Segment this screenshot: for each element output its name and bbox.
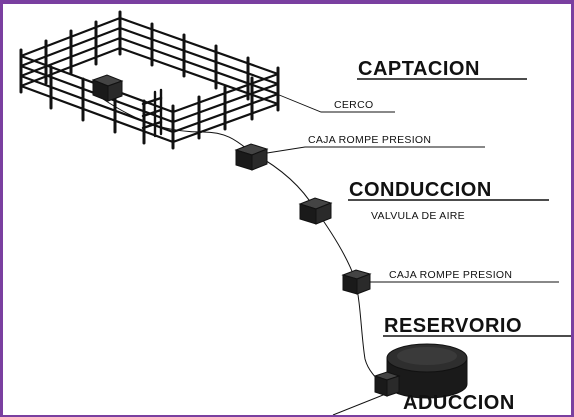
aduccion-label: ADUCCION — [403, 392, 515, 414]
valvula-de-aire-label: VALVULA DE AIRE — [371, 210, 465, 222]
caja-rompe-presion-1-label: CAJA ROMPE PRESION — [308, 134, 431, 146]
caja-rompe-presion-1-box — [234, 143, 269, 171]
captacion-label: CAPTACION — [358, 58, 480, 80]
fence — [19, 10, 280, 150]
water-system-diagram: CAPTACION CERCO CAJA ROMPE PRESION CONDU… — [19, 10, 571, 415]
reservorio-label: RESERVORIO — [384, 315, 522, 337]
leader-lines — [266, 78, 571, 337]
caja-rompe-presion-2-label: CAJA ROMPE PRESION — [389, 269, 512, 281]
captacion-box — [91, 74, 124, 102]
cerco-label: CERCO — [334, 99, 373, 111]
aduccion-pipe — [332, 392, 389, 415]
reservoir-tank — [373, 343, 468, 399]
conduccion-label: CONDUCCION — [349, 179, 492, 201]
valvula-de-aire-box — [298, 197, 333, 225]
caja-rompe-presion-2-box — [341, 269, 372, 295]
